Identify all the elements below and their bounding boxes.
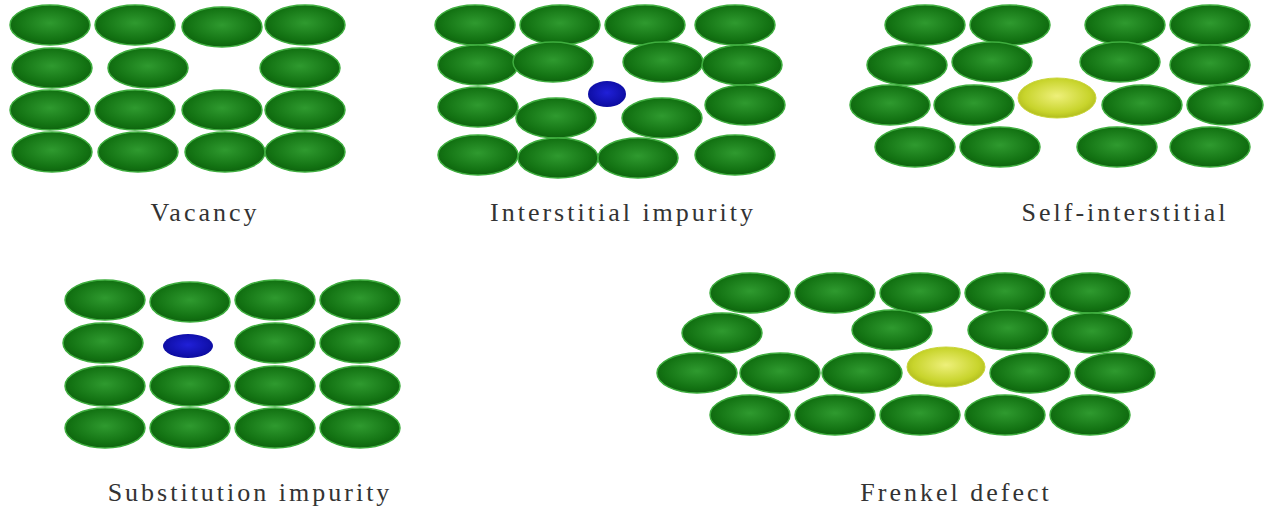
host-atom bbox=[880, 395, 960, 435]
host-atom bbox=[12, 132, 92, 172]
caption-label: Self-interstitial bbox=[1022, 198, 1229, 228]
host-atom bbox=[108, 48, 188, 88]
host-atom bbox=[98, 132, 178, 172]
host-atom bbox=[965, 395, 1045, 435]
interstitial-lattice bbox=[435, 5, 785, 178]
self-interstitial-lattice bbox=[850, 5, 1263, 167]
host-atom bbox=[852, 310, 932, 350]
host-atom bbox=[438, 87, 518, 127]
host-atom bbox=[438, 45, 518, 85]
host-atom bbox=[63, 323, 143, 363]
caption-label: Frenkel defect bbox=[860, 478, 1051, 508]
host-atom bbox=[623, 42, 703, 82]
host-atom bbox=[95, 5, 175, 45]
host-atom bbox=[150, 366, 230, 406]
host-atom bbox=[705, 85, 785, 125]
host-atom bbox=[435, 5, 515, 45]
host-atom bbox=[657, 353, 737, 393]
host-atom bbox=[235, 323, 315, 363]
host-atom bbox=[320, 408, 400, 448]
host-atom bbox=[1077, 127, 1157, 167]
host-atom bbox=[438, 135, 518, 175]
caption-label: Substitution impurity bbox=[108, 478, 393, 508]
host-atom bbox=[516, 98, 596, 138]
host-atom bbox=[885, 5, 965, 45]
caption-label: Interstitial impurity bbox=[490, 198, 756, 228]
frenkel-lattice bbox=[657, 273, 1155, 435]
displaced-atom bbox=[907, 347, 985, 387]
host-atom bbox=[65, 366, 145, 406]
host-atom bbox=[795, 273, 875, 313]
host-atom bbox=[1052, 313, 1132, 353]
host-atom bbox=[605, 5, 685, 45]
host-atom bbox=[235, 408, 315, 448]
host-atom bbox=[520, 5, 600, 45]
host-atom bbox=[598, 138, 678, 178]
host-atom bbox=[518, 138, 598, 178]
host-atom bbox=[65, 280, 145, 320]
host-atom bbox=[95, 90, 175, 130]
host-atom bbox=[182, 7, 262, 47]
vacancy-lattice bbox=[10, 5, 345, 172]
impurity-atom bbox=[163, 334, 213, 358]
host-atom bbox=[320, 323, 400, 363]
host-atom bbox=[150, 282, 230, 322]
host-atom bbox=[740, 353, 820, 393]
host-atom bbox=[320, 280, 400, 320]
host-atom bbox=[235, 366, 315, 406]
host-atom bbox=[1102, 85, 1182, 125]
host-atom bbox=[702, 45, 782, 85]
host-atom bbox=[850, 85, 930, 125]
host-atom bbox=[795, 395, 875, 435]
host-atom bbox=[12, 48, 92, 88]
host-atom bbox=[10, 5, 90, 45]
host-atom bbox=[934, 85, 1014, 125]
host-atom bbox=[968, 310, 1048, 350]
host-atom bbox=[1075, 353, 1155, 393]
host-atom bbox=[513, 42, 593, 82]
host-atom bbox=[965, 273, 1045, 313]
host-atom bbox=[185, 132, 265, 172]
self-interstitial-atom bbox=[1018, 78, 1096, 118]
host-atom bbox=[880, 273, 960, 313]
host-atom bbox=[182, 90, 262, 130]
host-atom bbox=[320, 366, 400, 406]
host-atom bbox=[265, 5, 345, 45]
host-atom bbox=[990, 353, 1070, 393]
host-atom bbox=[875, 127, 955, 167]
host-atom bbox=[265, 90, 345, 130]
host-atom bbox=[822, 353, 902, 393]
host-atom bbox=[970, 5, 1050, 45]
host-atom bbox=[710, 395, 790, 435]
impurity-atom bbox=[588, 81, 626, 107]
host-atom bbox=[1050, 273, 1130, 313]
host-atom bbox=[260, 48, 340, 88]
host-atom bbox=[1085, 5, 1165, 45]
host-atom bbox=[695, 5, 775, 45]
host-atom bbox=[695, 135, 775, 175]
host-atom bbox=[150, 408, 230, 448]
substitution-lattice bbox=[63, 280, 400, 448]
host-atom bbox=[1187, 85, 1263, 125]
host-atom bbox=[1170, 5, 1250, 45]
host-atom bbox=[682, 313, 762, 353]
host-atom bbox=[622, 98, 702, 138]
host-atom bbox=[867, 45, 947, 85]
host-atom bbox=[235, 280, 315, 320]
caption-label: Vacancy bbox=[150, 198, 259, 228]
host-atom bbox=[710, 273, 790, 313]
host-atom bbox=[952, 42, 1032, 82]
host-atom bbox=[1170, 127, 1250, 167]
host-atom bbox=[265, 132, 345, 172]
host-atom bbox=[10, 90, 90, 130]
host-atom bbox=[1170, 45, 1250, 85]
host-atom bbox=[1080, 42, 1160, 82]
host-atom bbox=[1050, 395, 1130, 435]
host-atom bbox=[65, 408, 145, 448]
host-atom bbox=[960, 127, 1040, 167]
